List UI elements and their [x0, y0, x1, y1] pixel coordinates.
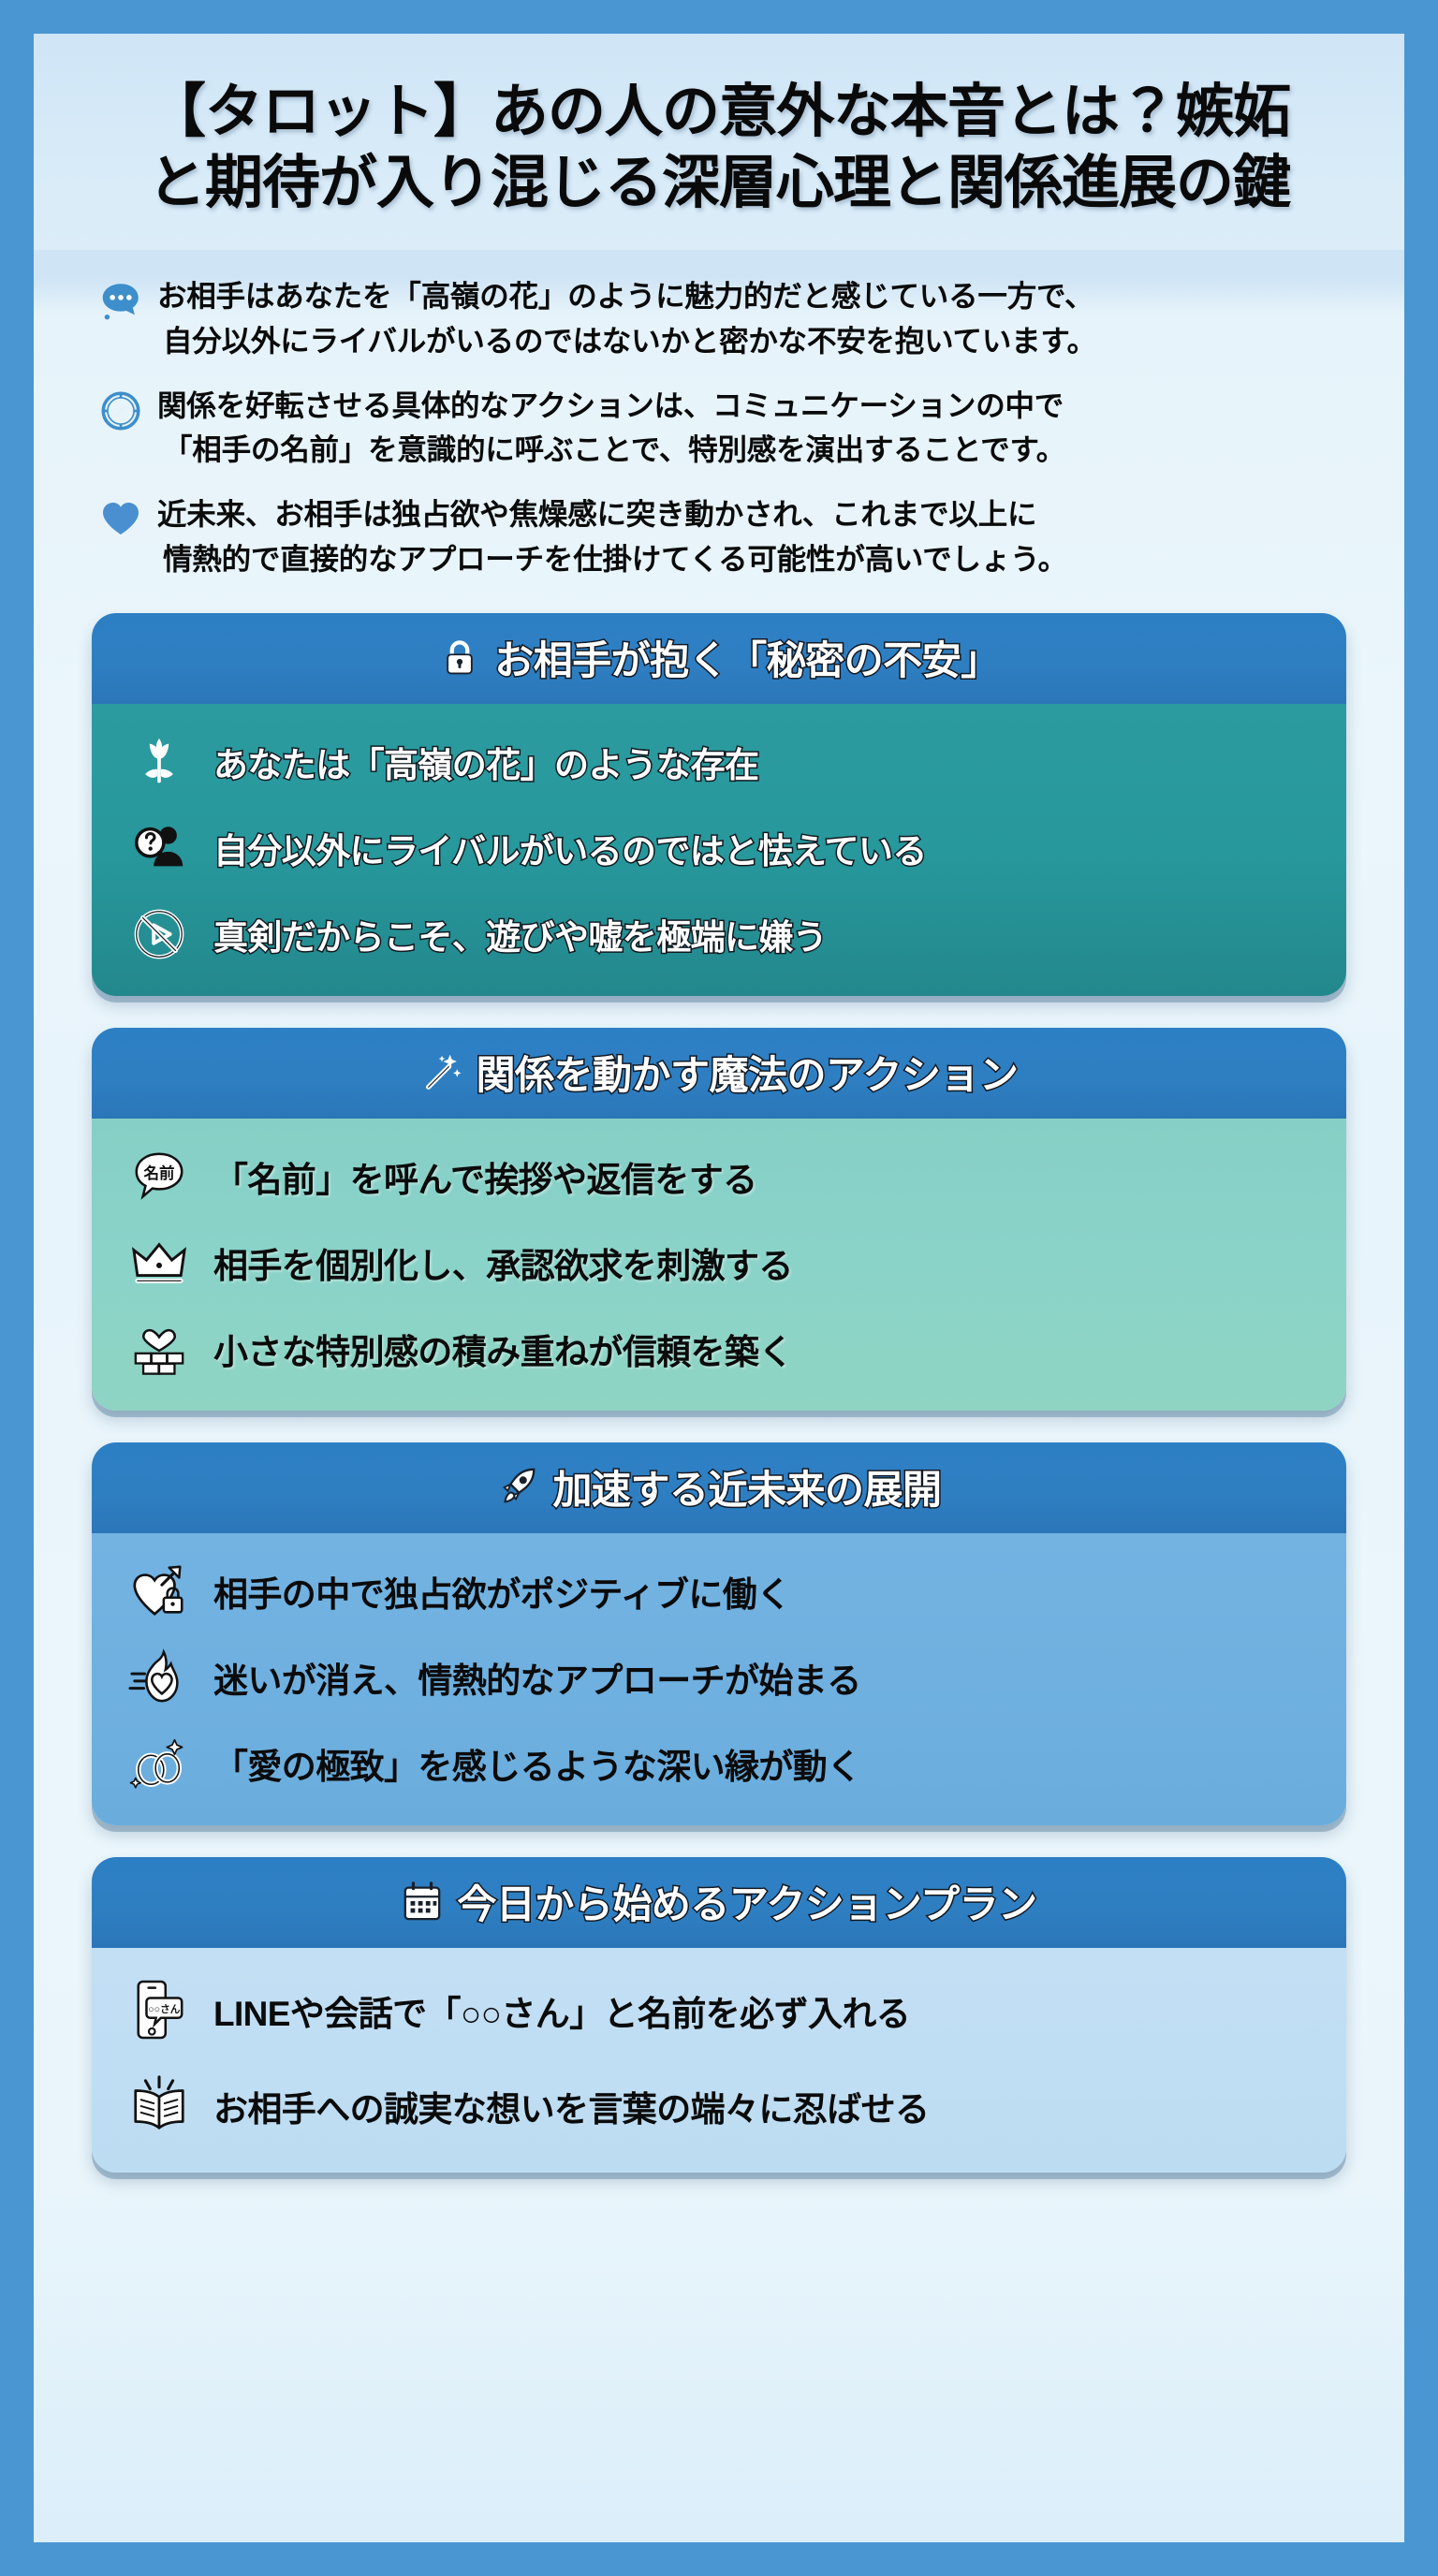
compass-icon [92, 384, 150, 438]
poster-page: 【タロット】あの人の意外な本音とは？嫉妬 と期待が入り混じる深層心理と関係進展の… [34, 34, 1404, 2542]
summary-bullet-line: 「相手の名前」を意識的に呼ぶことで、特別感を演出することです。 [163, 432, 1066, 466]
page-title-line-2: と期待が入り混じる深層心理と関係進展の鍵 [147, 150, 1291, 215]
summary-bullet: 近未来、お相手は独占欲や焦燥感に突き動かされ、これまで以上に 情熱的で直接的なア… [92, 492, 1352, 581]
card-row-text: 「愛の極致」を感じるような深い縁が動く [213, 1747, 861, 1786]
card-row-text: 小さな特別感の積み重ねが信頼を築く [213, 1332, 793, 1371]
card-row: 相手を個別化し、承認欲求を刺激する [116, 1220, 1329, 1306]
magic-wand-icon [420, 1050, 463, 1093]
summary-bullet-text: 関係を好転させる具体的なアクションは、コミュニケーションの中で 「相手の名前」を… [157, 384, 1065, 473]
summary-bullet-text: 近未来、お相手は独占欲や焦燥感に突き動かされ、これまで以上に 情熱的で直接的なア… [157, 492, 1067, 581]
card-row-text: LINEや会話で「○○さん」と名前を必ず入れる [213, 1994, 911, 2033]
card-body: ○○さん LINEや会話で「○○さん」と名前を必ず入れる [92, 1947, 1346, 2173]
card-row: 迷いが消え、情熱的なアプローチが始まる [116, 1634, 1329, 1720]
summary-bullet-line: 近未来、お相手は独占欲や焦燥感に突き動かされ、これまで以上に [157, 497, 1037, 532]
card-row-text: あなたは「高嶺の花」のような存在 [212, 744, 760, 785]
heart-icon [92, 492, 150, 547]
card-row: ○○さん LINEや会話で「○○さん」と名前を必ず入れる [116, 1963, 1329, 2058]
card-magic-action: 関係を動かす魔法のアクション 名前 「名前」を呼んで挨拶や返信をする [92, 1027, 1346, 1411]
heart-lock-arrow-icon [116, 1557, 202, 1626]
card-body: 名前 「名前」を呼んで挨拶や返信をする 相手を個別化し、承 [92, 1118, 1346, 1411]
summary-bullet-line: 自分以外にライバルがいるのではないかと密かな不安を抱いています。 [163, 323, 1096, 358]
page-header: 【タロット】あの人の意外な本音とは？嫉妬 と期待が入り混じる深層心理と関係進展の… [34, 34, 1404, 251]
name-bubble-label: 名前 [143, 1164, 175, 1182]
tulip-icon [116, 727, 202, 797]
card-title: 今日から始めるアクションプラン [456, 1881, 1039, 1927]
card-header: 関係を動かす魔法のアクション [92, 1027, 1346, 1119]
summary-bullet-line: 関係を好転させる具体的なアクションは、コミュニケーションの中で [157, 388, 1064, 422]
summary-bullet-text: お相手はあなたを「高嶺の花」のように魅力的だと感じている一方で、 自分以外にライ… [157, 274, 1096, 363]
flaming-heart-icon [116, 1643, 202, 1712]
card-row-text: お相手への誠実な想いを言葉の端々に忍ばせる [213, 2089, 930, 2129]
page-title: 【タロット】あの人の意外な本音とは？嫉妬 と期待が入り混じる深層心理と関係進展の… [71, 77, 1367, 218]
summary-bullet: 関係を好転させる具体的なアクションは、コミュニケーションの中で 「相手の名前」を… [92, 384, 1352, 473]
card-row: あなたは「高嶺の花」のような存在 [116, 719, 1329, 805]
card-row-text: 迷いが消え、情熱的なアプローチが始まる [213, 1661, 861, 1700]
summary-bullet: お相手はあなたを「高嶺の花」のように魅力的だと感じている一方で、 自分以外にライ… [92, 274, 1352, 363]
card-row: 真剣だからこそ、遊びや嘘を極端に嫌う [116, 891, 1329, 977]
card-body: あなたは「高嶺の花」のような存在 自分以外にライバルがいるのではと [92, 703, 1346, 996]
summary-list: お相手はあなたを「高嶺の花」のように魅力的だと感じている一方で、 自分以外にライ… [34, 250, 1404, 600]
crown-icon [116, 1228, 202, 1297]
card-row: 名前 「名前」を呼んで挨拶や返信をする [116, 1134, 1329, 1220]
bricks-heart-icon [116, 1314, 202, 1383]
wedding-rings-icon [116, 1729, 202, 1798]
card-row-text: 相手の中で独占欲がポジティブに働く [213, 1574, 791, 1614]
card-row-text: 「名前」を呼んで挨拶や返信をする [213, 1160, 757, 1199]
phone-message-icon: ○○さん [116, 1976, 202, 2045]
card-near-future: 加速する近未来の展開 相手の中で独占欲がポジティブに働く [92, 1442, 1346, 1825]
card-body: 相手の中で独占欲がポジティブに働く 迷いが消え、情熱的なアプローチが始まる [92, 1532, 1346, 1825]
card-title: 加速する近未来の展開 [551, 1466, 944, 1513]
card-header: 加速する近未来の展開 [92, 1442, 1346, 1533]
summary-bullet-line: 情熱的で直接的なアプローチを仕掛けてくる可能性が高いでしょう。 [163, 541, 1067, 576]
card-action-plan: 今日から始めるアクションプラン ○○さん LINEや会話で「○○さん」と名前を必… [92, 1856, 1346, 2173]
name-bubble-icon: 名前 [116, 1142, 202, 1211]
open-book-icon [116, 2071, 202, 2141]
calendar-icon [401, 1880, 444, 1923]
card-title: お相手が抱く「秘密の不安」 [493, 637, 1002, 683]
card-header: 今日から始めるアクションプラン [92, 1856, 1346, 1948]
card-secret-anxiety: お相手が抱く「秘密の不安」 あなたは「高嶺の花」のような存在 [92, 612, 1346, 996]
card-row: お相手への誠実な想いを言葉の端々に忍ばせる [116, 2058, 1329, 2154]
card-row-text: 相手を個別化し、承認欲求を刺激する [213, 1246, 793, 1285]
summary-bullet-line: お相手はあなたを「高嶺の花」のように魅力的だと感じている一方で、 [157, 279, 1094, 314]
card-row-text: 自分以外にライバルがいるのではと怯えている [213, 830, 929, 871]
card-row: 小さな特別感の積み重ねが信頼を築く [116, 1306, 1329, 1392]
page-title-line-1: 【タロット】あの人の意外な本音とは？嫉妬 [147, 80, 1291, 144]
cards-container: お相手が抱く「秘密の不安」 あなたは「高嶺の花」のような存在 [34, 600, 1404, 2173]
card-row: 相手の中で独占欲がポジティブに働く [116, 1548, 1329, 1634]
card-row-text: 真剣だからこそ、遊びや嘘を極端に嫌う [212, 916, 829, 958]
card-row: 「愛の極致」を感じるような深い縁が動く [116, 1720, 1329, 1807]
no-play-icon [116, 900, 202, 969]
person-question-icon [116, 813, 202, 883]
card-header: お相手が抱く「秘密の不安」 [92, 612, 1346, 704]
phone-message-label: ○○さん [148, 2004, 180, 2015]
card-title: 関係を動かす魔法のアクション [475, 1051, 1020, 1098]
speech-bubble-icon [92, 274, 150, 329]
rocket-icon [496, 1465, 539, 1508]
card-row: 自分以外にライバルがいるのではと怯えている [116, 805, 1329, 891]
lock-icon [438, 636, 481, 679]
